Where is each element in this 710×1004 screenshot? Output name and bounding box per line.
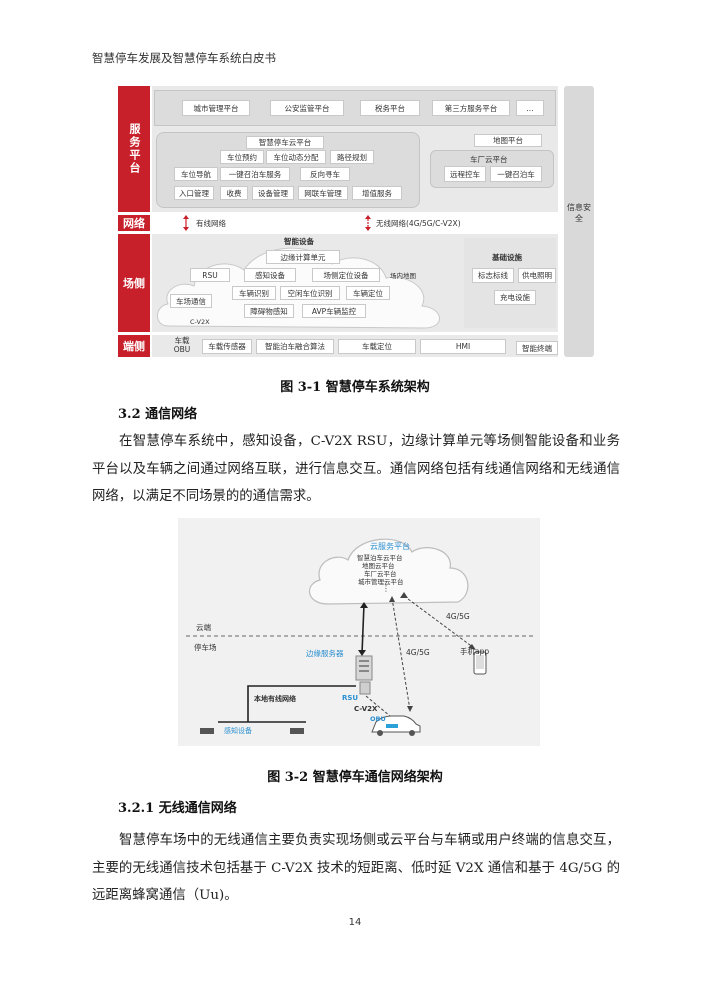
- field-item: 场内地图: [390, 270, 416, 280]
- map-platform: 地图平台: [474, 134, 542, 147]
- rsu-label: RSU: [342, 694, 358, 702]
- figure-caption-2: 图 3-2 智慧停车通信网络架构: [0, 766, 710, 785]
- cv2x-label: C-V2X: [190, 318, 210, 326]
- oem-item: 一键召泊车: [490, 166, 542, 182]
- section-heading-3-2: 3.2 通信网络: [118, 403, 197, 422]
- field-item: RSU: [190, 268, 230, 282]
- row-label-field: 场侧: [118, 234, 150, 332]
- terminal-item: 车载OBU: [168, 336, 196, 354]
- cloud-item: 一键召泊车服务: [220, 167, 290, 181]
- cloud-service-title: 云服务平台: [370, 541, 410, 552]
- cloud-item: 反向寻车: [300, 167, 350, 181]
- wireless-network-label: 无线网络(4G/5G/C-V2X): [376, 218, 461, 229]
- field-item: 空闲车位识别: [280, 286, 340, 300]
- architecture-diagram: 服务平台 网络 场侧 端侧 城市管理平台 公安监管平台 税务平台 第三方服务平台…: [118, 86, 595, 358]
- terminal-item: 智能泊车融合算法: [256, 339, 334, 354]
- figure-caption-1: 图 3-1 智慧停车系统架构: [0, 376, 710, 395]
- basic-facilities-title: 基础设施: [492, 252, 522, 263]
- field-item: 感知设备: [244, 268, 296, 282]
- row-label-network: 网络: [118, 215, 150, 231]
- terminal-item: 车载传感器: [202, 339, 252, 354]
- field-item: AVP车辆监控: [302, 304, 366, 318]
- network-band: 有线网络 无线网络(4G/5G/C-V2X): [152, 215, 558, 231]
- cellular-label-vehicle: 4G/5G: [406, 648, 430, 657]
- paragraph-wireless: 智慧停车场中的无线通信主要负责实现场侧或云平台与车辆或用户终端的信息交互，主要的…: [92, 827, 620, 910]
- smart-devices-title: 智能设备: [284, 236, 314, 247]
- cloud-item: 增值服务: [352, 186, 402, 200]
- basic-item: 标志标线: [472, 268, 514, 283]
- parking-side-label: 停车场: [194, 642, 217, 653]
- cv2x-link-label: C-V2X: [354, 705, 377, 713]
- oem-item: 远程控车: [444, 166, 486, 182]
- terminal-band: 车载OBU 车载传感器 智能泊车融合算法 车载定位 HMI 智能终端: [152, 335, 558, 357]
- page-number: 14: [0, 917, 710, 928]
- cloud-item: 设备管理: [252, 186, 294, 200]
- cloud-item: 车位预约: [220, 150, 264, 164]
- cloud-service-dots: ⋮: [382, 584, 390, 593]
- section-heading-3-2-1: 3.2.1 无线通信网络: [118, 797, 237, 816]
- terminal-item: 智能终端: [516, 341, 558, 355]
- network-diagram: 云服务平台 智慧泊车云平台 地图云平台 车厂云平台 城市管理云平台 ⋮ 云端 停…: [178, 518, 540, 746]
- obu-label: OBU: [370, 715, 386, 723]
- field-item: 障碍物感知: [244, 304, 294, 318]
- cloud-service-item: 城市管理云平台: [358, 576, 404, 586]
- basic-item: 充电设施: [494, 290, 536, 305]
- service-band: 城市管理平台 公安监管平台 税务平台 第三方服务平台 ... 智慧停车云平台 车…: [152, 86, 558, 212]
- field-item: 车辆识别: [232, 286, 276, 300]
- platform-box: 城市管理平台: [182, 100, 250, 116]
- wired-network-label: 有线网络: [196, 218, 226, 229]
- platform-box: 税务平台: [360, 100, 420, 116]
- cloud-item: 入口管理: [174, 186, 214, 200]
- cloud-item: 网联车管理: [298, 186, 348, 200]
- edge-server-label: 边缘服务器: [306, 648, 344, 659]
- phone-app-label: 手机app: [460, 646, 489, 657]
- sensing-device-label: 感知设备: [224, 726, 252, 736]
- row-label-terminal: 端侧: [118, 335, 150, 357]
- cloud-item: 路径规划: [330, 150, 374, 164]
- platform-box: 公安监管平台: [270, 100, 344, 116]
- field-item: 车辆定位: [346, 286, 390, 300]
- running-header: 智慧停车发展及智慧停车系统白皮书: [92, 50, 276, 66]
- cloud-side-label: 云端: [196, 622, 211, 633]
- cloud-title: 智慧停车云平台: [246, 136, 324, 149]
- field-item: 车场通信: [170, 294, 212, 308]
- terminal-item: HMI: [420, 339, 506, 354]
- cloud-item: 车位动态分配: [266, 150, 326, 164]
- security-label: 信息安全: [567, 202, 591, 224]
- terminal-item: 车载定位: [338, 339, 416, 354]
- oem-platform-label: 车厂云平台: [470, 154, 508, 165]
- cellular-label-cloud: 4G/5G: [446, 612, 470, 621]
- paragraph-network: 在智慧停车系统中，感知设备，C-V2X RSU，边缘计算单元等场侧智能设备和业务…: [92, 428, 620, 511]
- edge-unit: 边缘计算单元: [266, 250, 340, 264]
- field-band: 智能设备 边缘计算单元 RSU 感知设备 场侧定位设备 场内地图 车场通信 车辆…: [152, 234, 558, 332]
- security-column: 信息安全: [564, 86, 594, 357]
- cloud-item: 收费: [220, 186, 248, 200]
- platform-box: ...: [516, 100, 544, 116]
- local-wired-label: 本地有线网络: [254, 694, 296, 704]
- cloud-item: 车位导航: [174, 167, 218, 181]
- row-label-service: 服务平台: [118, 86, 150, 212]
- platform-box: 第三方服务平台: [432, 100, 510, 116]
- basic-item: 供电照明: [518, 268, 556, 283]
- field-item: 场侧定位设备: [312, 268, 380, 282]
